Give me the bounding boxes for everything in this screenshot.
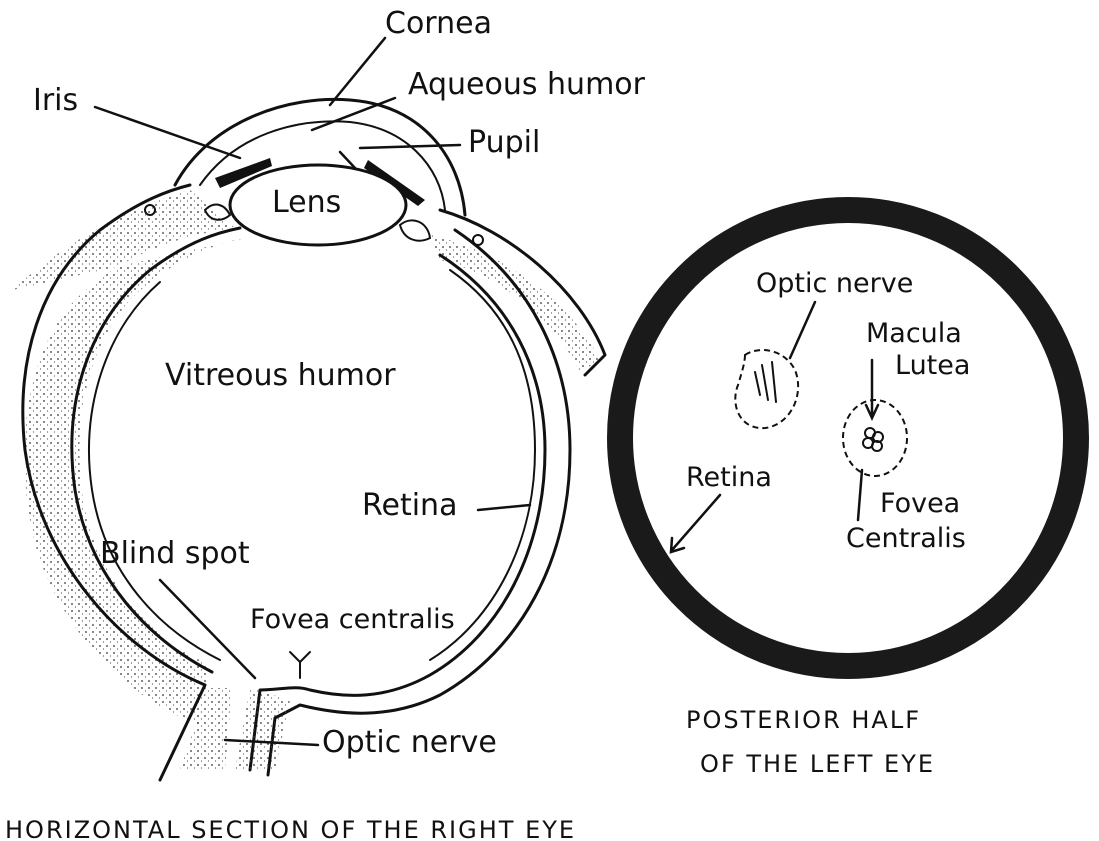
label-cornea: Cornea (385, 6, 492, 41)
leader-aqueous (312, 98, 395, 130)
label-vitreous-humor: Vitreous humor (165, 358, 396, 393)
label-optic-nerve-section: Optic nerve (322, 725, 497, 760)
leader-optic-nerve-posterior (790, 302, 815, 358)
leader-iris (95, 107, 240, 158)
label-blind-spot: Blind spot (100, 536, 250, 571)
label-pupil: Pupil (468, 125, 540, 160)
caption-posterior-line2: OF THE LEFT EYE (700, 750, 935, 778)
leader-retina-posterior (671, 495, 720, 552)
label-optic-nerve-posterior: Optic nerve (756, 268, 913, 299)
caption-horizontal-section: HORIZONTAL SECTION OF THE RIGHT EYE (5, 816, 576, 841)
label-centralis: Centralis (846, 523, 966, 554)
ciliary-body-right (400, 220, 430, 240)
label-retina-posterior: Retina (686, 462, 772, 493)
fovea-marker (290, 652, 310, 678)
label-fovea-centralis-section: Fovea centralis (250, 604, 455, 635)
label-macula: Macula (866, 318, 962, 349)
posterior-half-figure: Optic nerve Macula Lutea Retina Fovea Ce… (620, 210, 1076, 778)
leader-macula (866, 360, 878, 418)
label-lens: Lens (272, 185, 341, 220)
caption-posterior-line1: POSTERIOR HALF (686, 706, 921, 734)
label-aqueous-humor: Aqueous humor (408, 67, 646, 102)
horizontal-section-figure: Cornea Aqueous humor Iris Pupil Lens Vit… (5, 6, 646, 841)
label-fovea: Fovea (880, 488, 960, 519)
leader-retina (478, 505, 530, 510)
label-iris: Iris (33, 83, 78, 118)
leader-cornea (330, 38, 385, 105)
optic-nerve-stem-right (235, 688, 290, 770)
ciliary-dot-right (473, 235, 483, 245)
label-lutea: Lutea (895, 350, 970, 381)
fovea-spot (863, 428, 883, 451)
right-retina-line (430, 270, 535, 660)
optic-disc-vessels (755, 362, 776, 402)
label-retina-section: Retina (362, 488, 457, 523)
leader-fovea (858, 470, 862, 520)
